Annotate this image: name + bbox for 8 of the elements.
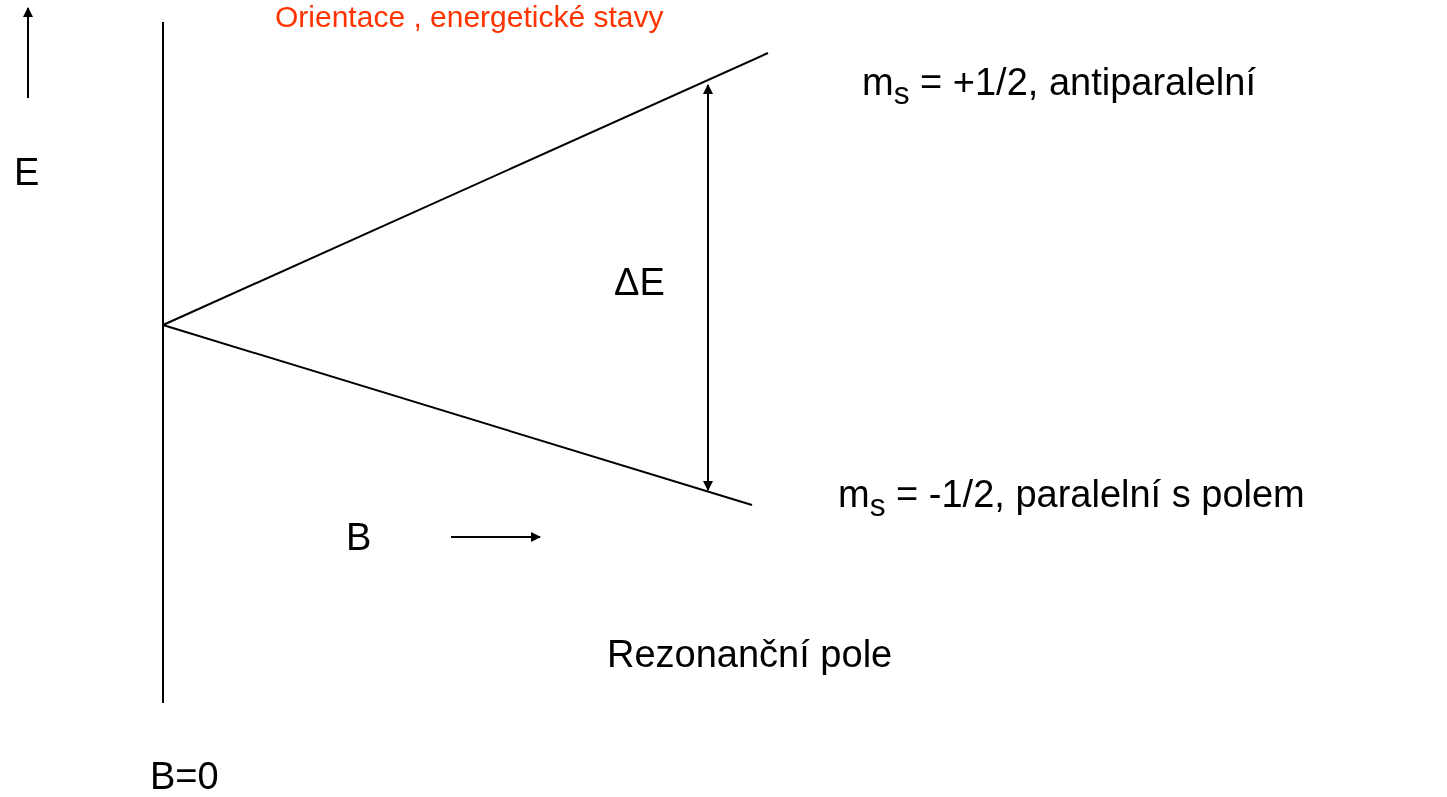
level-label: m$_{s}$ = +1/2, antiparalelní [862, 62, 1256, 111]
title: Orientace , energetické stavy [275, 0, 664, 33]
axis-label: E [14, 152, 40, 194]
level-label: m$_{s}$ = -1/2, paralelní s polem [838, 474, 1305, 523]
axis-label: B [346, 517, 372, 559]
field-label: Rezonanční pole [607, 634, 893, 676]
gap-label: ΔE [614, 262, 665, 304]
axis-label: B=0 [150, 756, 219, 797]
